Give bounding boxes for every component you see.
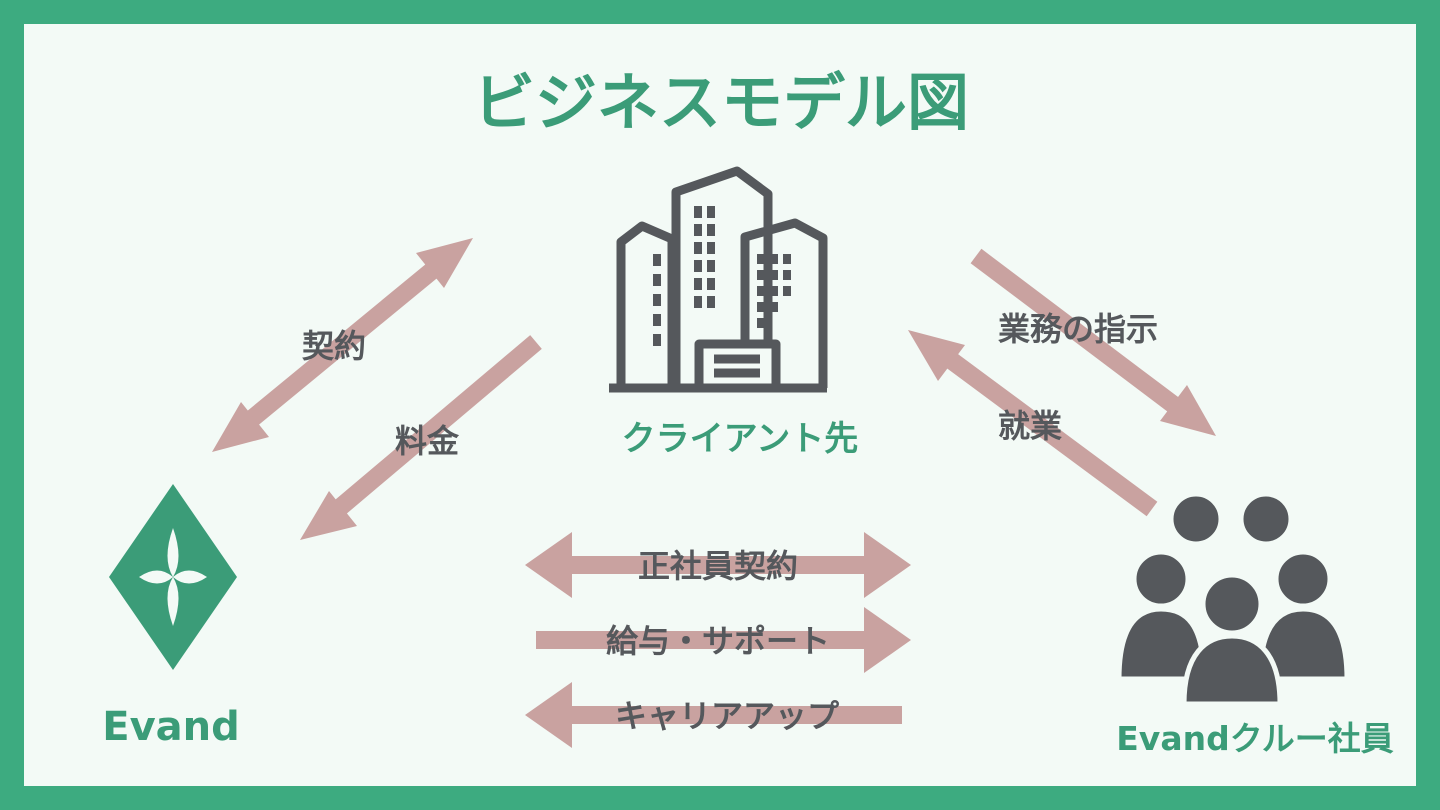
employment-label: 就業: [998, 407, 1062, 445]
work-instruction-label: 業務の指示: [998, 310, 1158, 348]
client-label: クライアント先: [622, 419, 859, 459]
diagram-title: ビジネスモデル図: [473, 66, 969, 139]
employment-arrow: [908, 330, 1158, 517]
career-up-arrow: [525, 682, 902, 748]
diagram-frame: ビジネスモデル図: [24, 24, 1416, 786]
business-model-diagram: ビジネスモデル図: [102, 66, 1393, 758]
fee-label: 料金: [395, 422, 460, 460]
career-up-label: キャリアアップ: [615, 697, 840, 735]
salary-support-label: 給与・サポート: [606, 622, 830, 660]
crew-label: Evandクルー社員: [1116, 719, 1393, 758]
salary-support-arrow: [536, 607, 911, 673]
full-time-contract-arrow: [525, 532, 911, 598]
work-instruction-arrow: [970, 248, 1216, 436]
office-building-icon: [609, 166, 828, 393]
contract-arrow: [212, 238, 473, 452]
evand-label: Evand: [102, 704, 240, 750]
fee-arrow: [300, 335, 542, 540]
evand-logo-icon: [109, 484, 237, 670]
full-time-contract-label: 正社員契約: [638, 547, 798, 585]
building-windows: [653, 206, 791, 346]
people-group-icon: [1116, 491, 1350, 707]
contract-label: 契約: [302, 327, 366, 365]
